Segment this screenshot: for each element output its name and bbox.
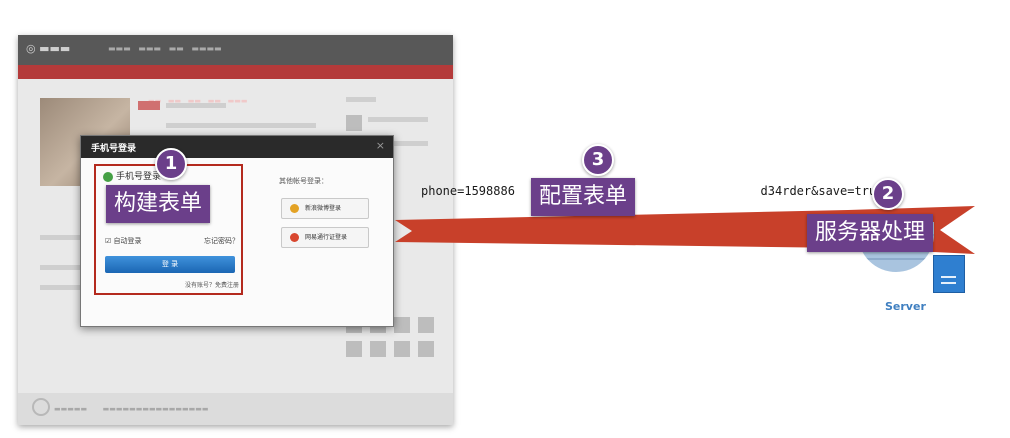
close-icon[interactable]: ×: [375, 139, 385, 152]
register-link[interactable]: 没有账号？免费注册: [184, 282, 239, 289]
weibo-login-button[interactable]: 新浪微博登录: [281, 198, 369, 219]
server-processing-label: 服务器处理: [807, 214, 934, 252]
checkbox-icon: ☑: [105, 237, 112, 245]
login-form: 手机号登录 ☑ 自动登录 忘记密码？ 登 录 没有账号？免费注册: [97, 166, 243, 291]
footer-placeholder: ▬▬▬▬▬ ▬▬▬▬▬▬▬▬▬▬▬▬▬▬▬▬: [54, 405, 209, 413]
dialog-title-bar: 手机号登录 ×: [81, 136, 393, 158]
placeholder-line: [166, 103, 226, 108]
site-footer: ▬▬▬▬▬ ▬▬▬▬▬▬▬▬▬▬▬▬▬▬▬▬: [18, 393, 453, 425]
site-subnav-bar: ▬▬ ▬▬ ▬▬ ▬▬ ▬▬▬: [18, 65, 453, 105]
placeholder-thumb: [394, 341, 410, 357]
build-form-label: 构建表单: [106, 185, 211, 223]
placeholder-thumb: [346, 115, 362, 131]
site-logo: ◎ ▬▬▬: [26, 42, 71, 55]
placeholder-line: [40, 265, 90, 270]
placeholder-line: [368, 117, 428, 122]
step-3-badge: 3: [582, 144, 614, 176]
featured-tag: [138, 101, 160, 110]
placeholder-line: [368, 141, 428, 146]
phone-login-row: 手机号登录: [103, 169, 161, 182]
phone-login-label: 手机号登录: [116, 172, 162, 182]
dialog-title: 手机号登录: [91, 144, 137, 154]
request-payload-text: phone=1598886 d34rder&save=true: [421, 184, 884, 198]
placeholder-line: [40, 285, 90, 290]
auto-login-checkbox[interactable]: ☑ 自动登录: [105, 236, 142, 246]
placeholder-thumb: [370, 341, 386, 357]
placeholder-thumb: [418, 317, 434, 333]
placeholder-thumb: [418, 341, 434, 357]
login-dialog: 手机号登录 × 手机号登录 ☑ 自动登录 忘记密码？ 登 录 没有账号？免费注册…: [80, 135, 394, 327]
login-button[interactable]: 登 录: [105, 256, 235, 273]
placeholder-thumb: [394, 317, 410, 333]
netease-icon: [290, 233, 299, 242]
weibo-login-label: 新浪微博登录: [305, 205, 342, 212]
step-2-badge: 2: [872, 178, 904, 210]
netease-login-label: 网易通行证登录: [305, 234, 348, 241]
placeholder-line: [346, 97, 376, 102]
auto-login-label: 自动登录: [113, 237, 142, 245]
other-accounts-label: 其他帐号登录：: [279, 177, 328, 185]
site-subnav-placeholder: ▬▬ ▬▬ ▬▬ ▬▬ ▬▬▬: [148, 97, 248, 105]
site-nav-placeholder: ▬▬▬ ▬▬▬ ▬▬ ▬▬▬▬: [108, 44, 222, 53]
placeholder-line: [166, 123, 316, 128]
placeholder-line: [40, 235, 100, 240]
site-top-bar: ◎ ▬▬▬ ▬▬▬ ▬▬▬ ▬▬ ▬▬▬▬: [18, 35, 453, 65]
placeholder-thumb: [346, 341, 362, 357]
forgot-password-link[interactable]: 忘记密码？: [204, 237, 239, 245]
step-1-badge: 1: [155, 148, 187, 180]
server-label: Server: [885, 300, 926, 313]
configure-form-label: 配置表单: [531, 178, 636, 216]
netease-login-button[interactable]: 网易通行证登录: [281, 227, 369, 248]
footer-logo-icon: [32, 398, 50, 416]
weibo-icon: [290, 204, 299, 213]
form-highlight-frame: [94, 164, 243, 295]
phone-icon: [103, 171, 113, 182]
server-icon: [933, 255, 965, 293]
